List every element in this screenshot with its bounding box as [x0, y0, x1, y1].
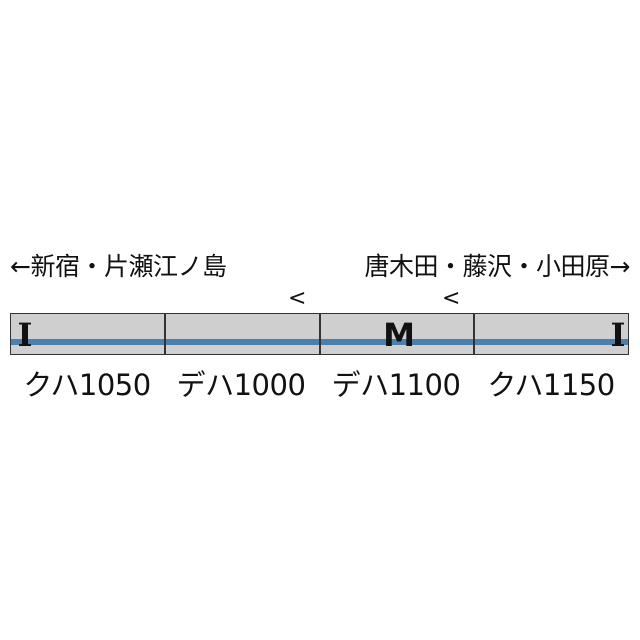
destination-left: ←新宿・片瀬江ノ島	[10, 252, 227, 281]
car-divider	[473, 314, 475, 354]
car-label: クハ1150	[487, 368, 615, 402]
train-body	[10, 313, 629, 355]
pantograph-icon: <	[288, 286, 307, 311]
destination-right: 唐木田・藤沢・小田原→	[364, 252, 631, 281]
car-label: クハ1050	[23, 368, 151, 402]
motor-mark: M	[383, 316, 415, 354]
car-divider	[164, 314, 166, 354]
car-label: デハ1000	[176, 368, 306, 402]
pantograph-icon: <	[442, 286, 461, 311]
cab-mark-left: I	[17, 316, 33, 354]
car-divider	[319, 314, 321, 354]
car-label: デハ1100	[331, 368, 461, 402]
cab-mark-right: I	[610, 316, 626, 354]
